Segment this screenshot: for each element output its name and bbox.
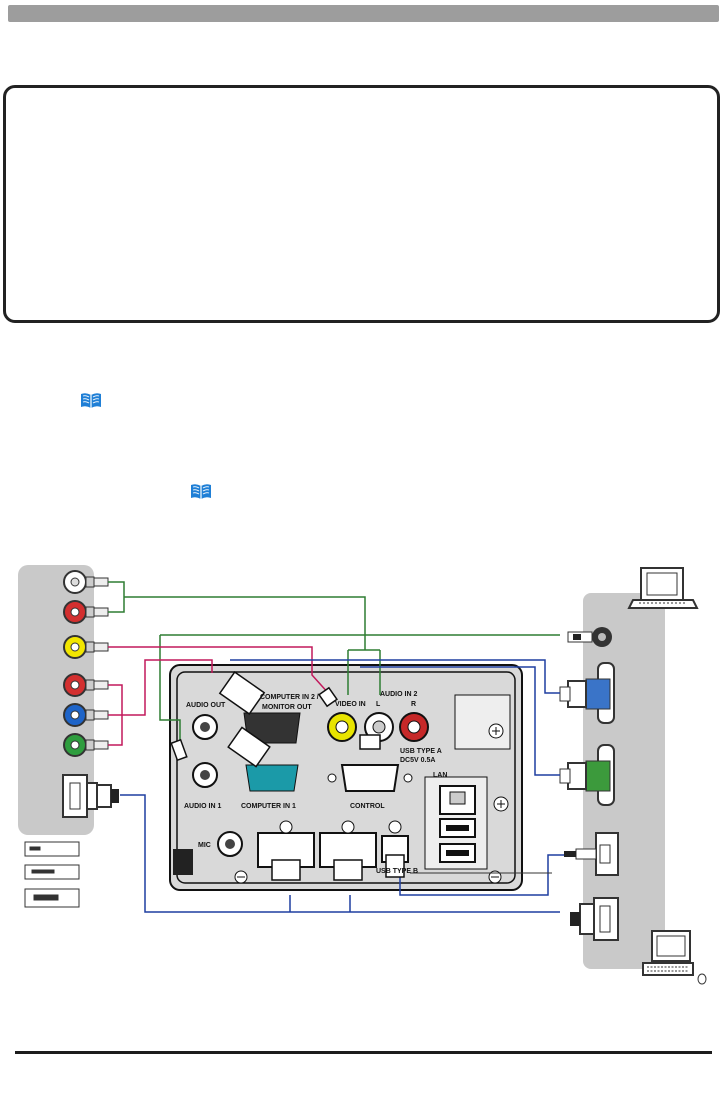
video-in-jack [327, 712, 357, 742]
label-usb-type-a: USB TYPE A [400, 748, 442, 755]
book-icon[interactable] [190, 483, 212, 500]
label-usb-type-b: USB TYPE B [376, 868, 418, 875]
label-audio-in2-r: R [411, 701, 416, 708]
audio-out-jack [192, 714, 218, 740]
av-devices-icon [24, 841, 80, 908]
right-vga-port [559, 662, 615, 724]
audio-in1-jack [192, 762, 218, 788]
left-device-panel [18, 565, 94, 835]
right-hdmi-port [570, 897, 619, 941]
laptop-icon [627, 567, 699, 609]
left-hdmi-port [62, 774, 119, 818]
panel-screws [234, 723, 509, 884]
computer-in1-port [245, 764, 299, 792]
label-computer-in2: COMPUTER IN 2 / [260, 694, 319, 701]
label-audio-in2: AUDIO IN 2 [380, 691, 417, 698]
right-usb-port [564, 832, 619, 876]
label-usb-power: DC5V 0.5A [400, 757, 435, 764]
book-icon[interactable] [80, 392, 102, 409]
note-box [3, 85, 720, 323]
lan-port [439, 785, 476, 815]
usb-type-a-ports [439, 818, 476, 863]
desktop-pc-icon [642, 930, 707, 985]
hdmi-ports [257, 820, 377, 868]
footer-rule [15, 1051, 712, 1054]
panel-plugs [170, 670, 405, 881]
label-computer-in1: COMPUTER IN 1 [241, 803, 296, 810]
label-audio-in2-l: L [376, 701, 381, 708]
label-mic: MIC [198, 842, 211, 849]
label-audio-out: AUDIO OUT [186, 702, 226, 709]
control-port [327, 764, 413, 792]
label-lan: LAN [433, 772, 447, 779]
mic-jack [217, 831, 243, 857]
label-audio-in1: AUDIO IN 1 [184, 803, 221, 810]
audio-in2-r-jack [399, 712, 429, 742]
label-monitor-out: MONITOR OUT [262, 704, 312, 711]
connection-diagram: AUDIO OUT COMPUTER IN 2 / MONITOR OUT VI… [18, 565, 707, 985]
label-video-in: VIDEO IN [335, 701, 366, 708]
label-control: CONTROL [350, 803, 385, 810]
right-audio-jack [567, 627, 612, 647]
right-serial-port [559, 744, 615, 806]
audio-in2-l-jack [364, 712, 394, 742]
header-bar [8, 5, 719, 22]
